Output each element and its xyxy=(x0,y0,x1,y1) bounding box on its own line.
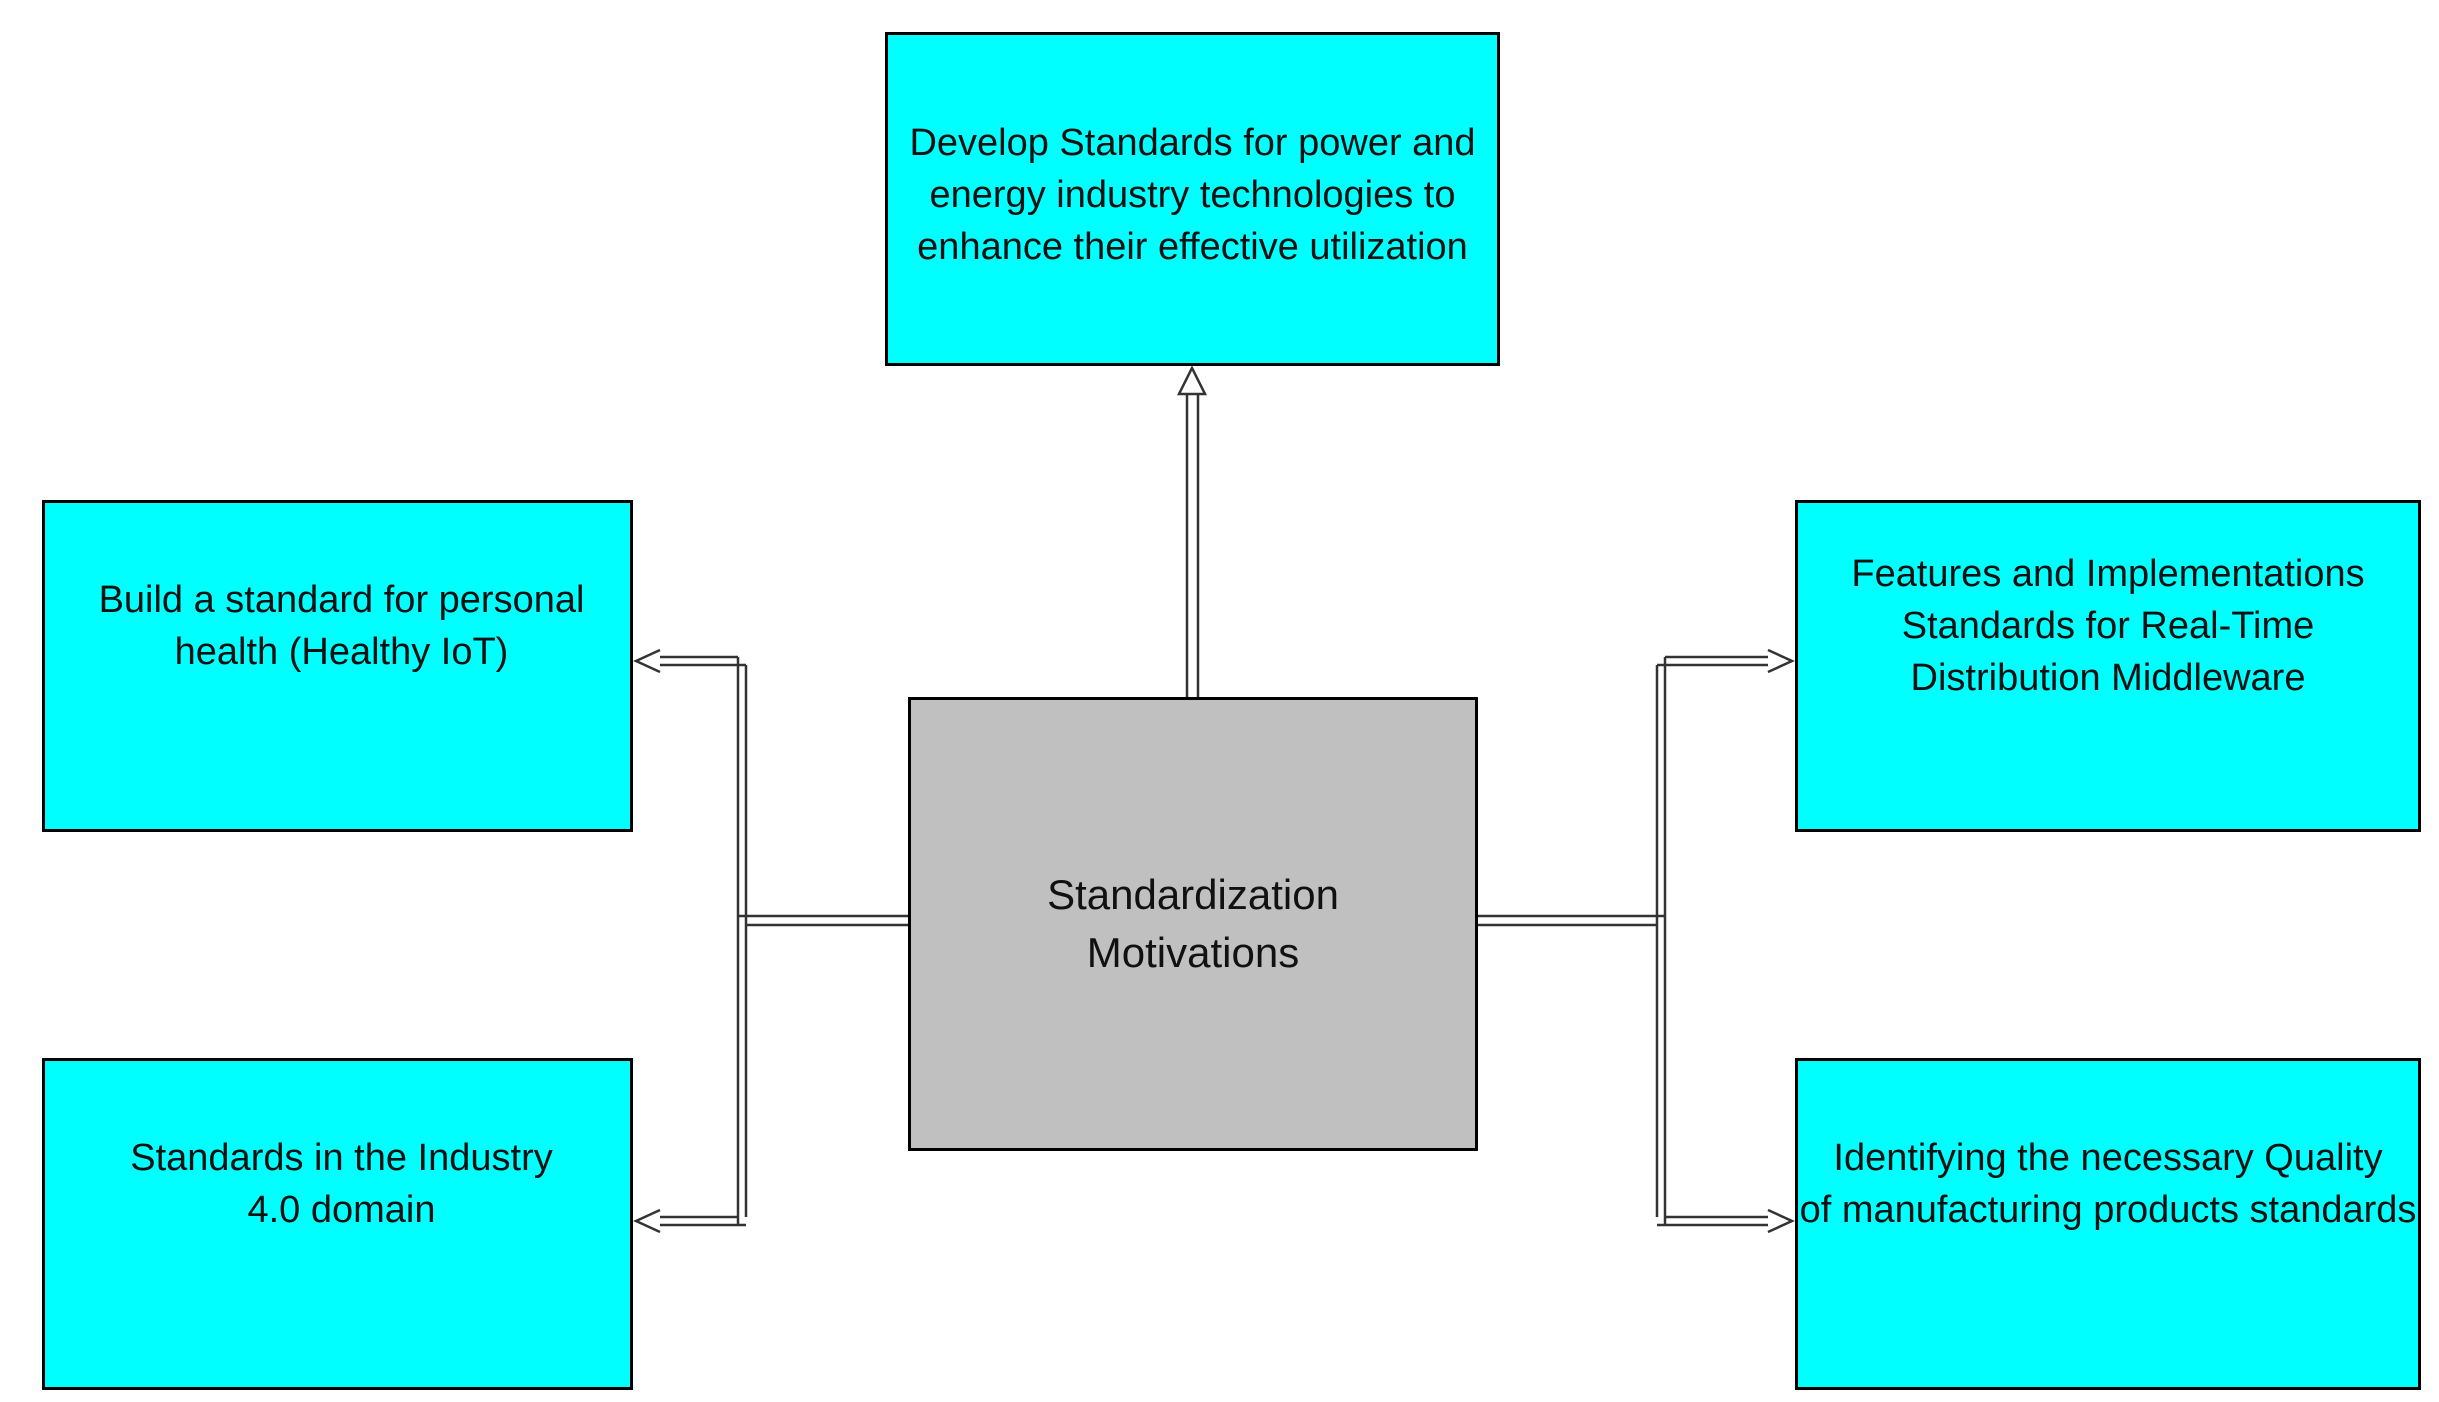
node-label: Develop Standards for power and energy i… xyxy=(909,122,1476,268)
connector-to-bottom-left xyxy=(632,1208,746,1234)
node-personal-health-standard: Build a standard for personal health (He… xyxy=(42,500,633,832)
node-power-energy-standards: Develop Standards for power and energy i… xyxy=(885,32,1500,366)
connector-to-top-left xyxy=(632,648,746,674)
connector-to-top-right xyxy=(1657,648,1796,674)
connector-center-to-top xyxy=(1176,365,1208,697)
connector-center-to-right xyxy=(1478,657,1667,1225)
node-standardization-motivations: Standardization Motivations xyxy=(908,697,1478,1151)
node-label: Build a standard for personal health (He… xyxy=(98,579,585,673)
node-industry-4-standards: Standards in the Industry 4.0 domain xyxy=(42,1058,633,1390)
connector-to-bottom-right xyxy=(1657,1208,1796,1234)
node-realtime-middleware-standards: Features and Implementations Standards f… xyxy=(1795,500,2421,832)
connector-center-to-left xyxy=(736,657,908,1225)
node-label: Standards in the Industry 4.0 domain xyxy=(130,1137,553,1231)
center-label: Standardization Motivations xyxy=(1047,871,1339,976)
node-manufacturing-quality-standards: Identifying the necessary Quality of man… xyxy=(1795,1058,2421,1390)
node-label: Identifying the necessary Quality of man… xyxy=(1799,1137,2417,1231)
node-label: Features and Implementations Standards f… xyxy=(1851,553,2365,699)
